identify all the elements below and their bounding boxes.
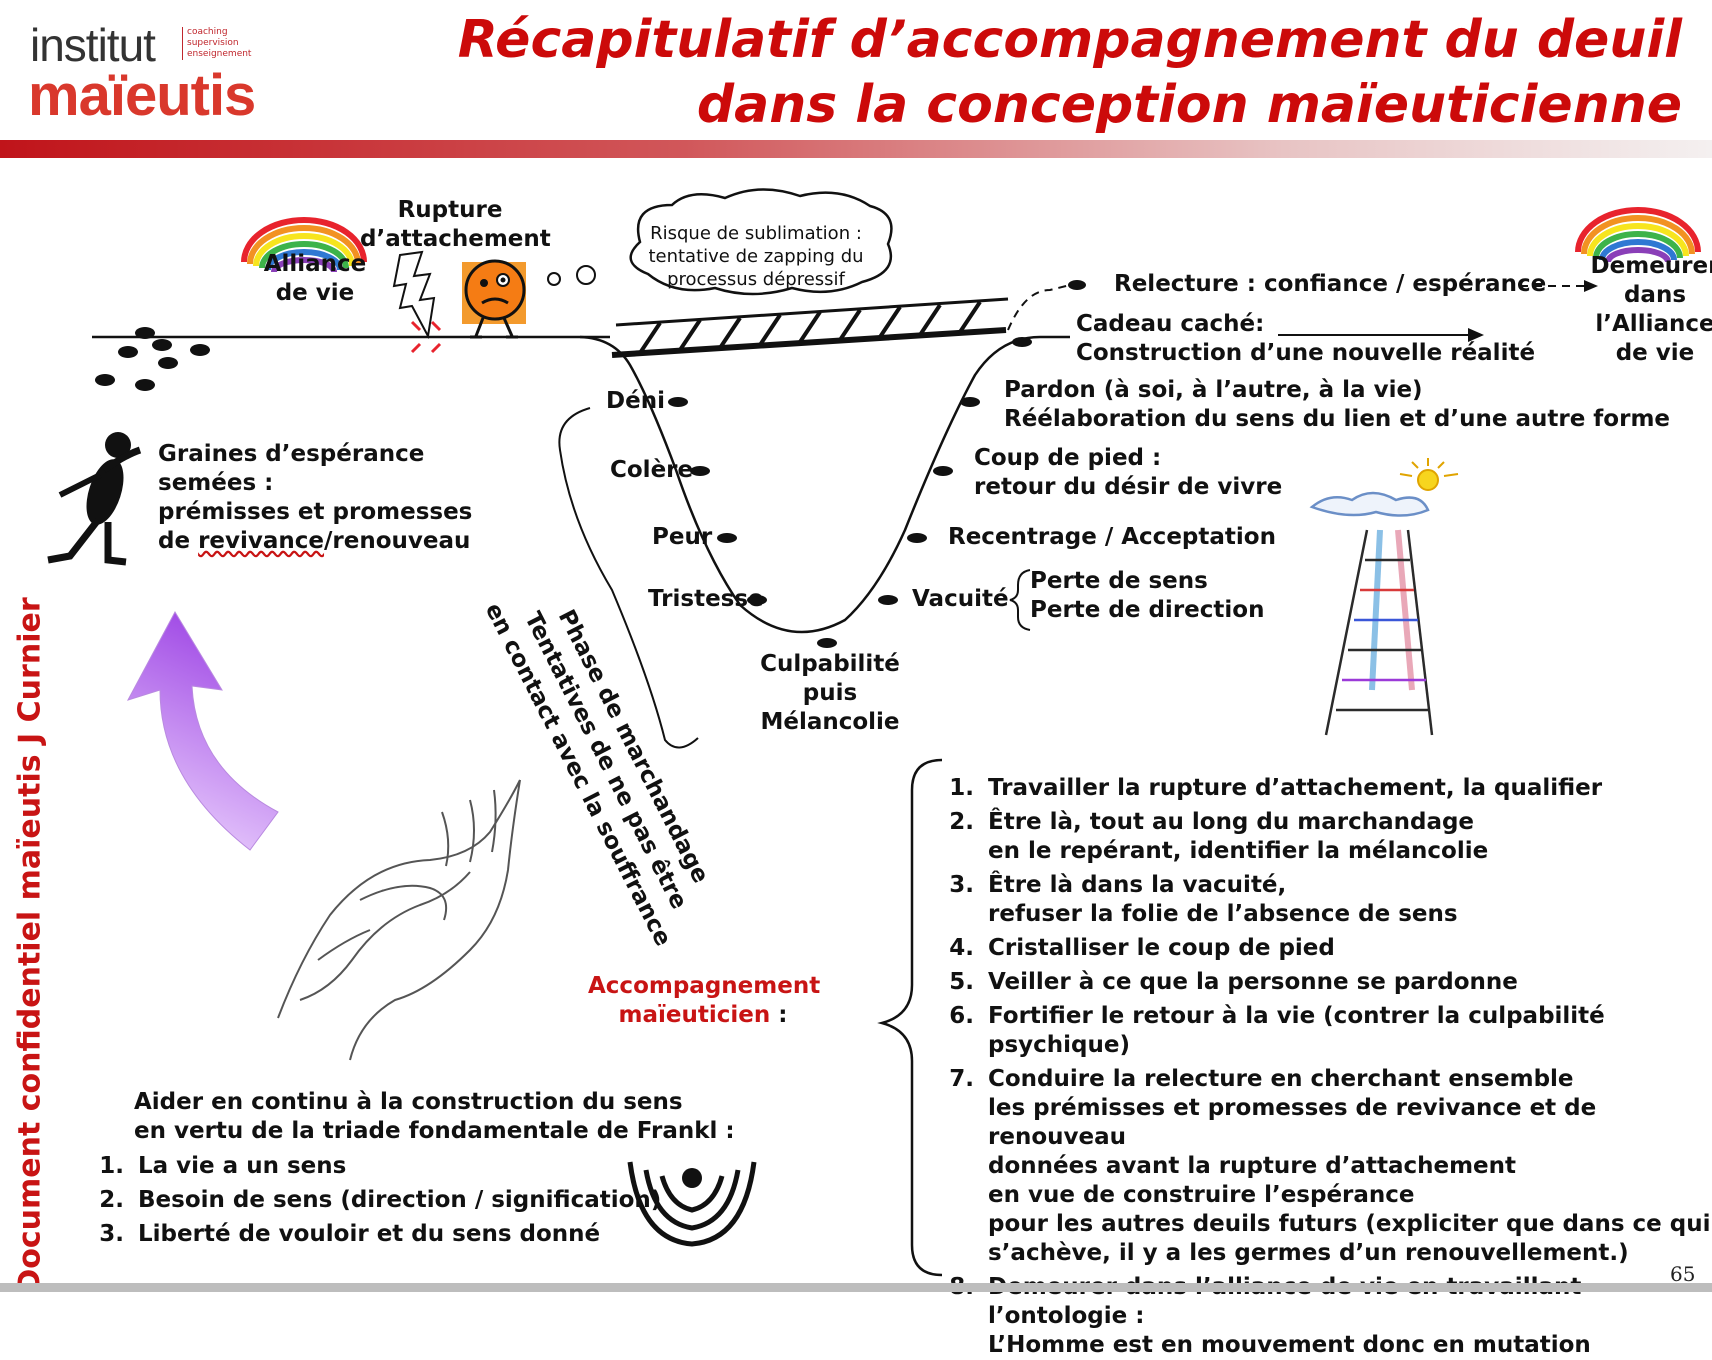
relecture-label: Relecture : confiance / espérance — [1114, 270, 1546, 299]
stage-tristesse: Tristesse — [648, 585, 764, 614]
coup-de-pied-label: Coup de pied : retour du désir de vivre — [974, 444, 1282, 502]
demeurer-line1: Demeurer — [1590, 252, 1712, 281]
footer-bar — [0, 1283, 1712, 1292]
culpabilite-line3: Mélancolie — [740, 708, 920, 737]
purple-arrow-icon — [128, 612, 278, 850]
graines-line3: prémisses et promesses — [158, 498, 472, 527]
frankl-item-3: Liberté de vouloir et du sens donné — [132, 1220, 661, 1249]
graines-label: Graines d’espérance semées : prémisses e… — [158, 440, 472, 556]
frankl-intro: Aider en continu à la construction du se… — [134, 1088, 735, 1146]
accompagnement-line2: maïeuticien : — [588, 1001, 818, 1030]
accompagnement-line1: Accompagnement — [588, 972, 818, 1001]
sower-icon — [48, 432, 140, 562]
graines-line1: Graines d’espérance — [158, 440, 472, 469]
graines-line4-pre: de — [158, 528, 198, 554]
accompagnement-line2-red: maïeuticien — [619, 1002, 771, 1028]
rupture-line2: d’attachement — [360, 225, 540, 254]
step-4: Cristalliser le coup de pied — [982, 934, 1712, 963]
sun-icon — [1400, 458, 1458, 490]
steps-list: Travailler la rupture d’attachement, la … — [948, 774, 1712, 1360]
frankl-item-2: Besoin de sens (direction / significatio… — [132, 1186, 661, 1215]
graines-line4: de revivance/renouveau — [158, 527, 472, 556]
vacuite-label: Vacuité — [912, 585, 1009, 614]
step-2: Être là, tout au long du marchandage en … — [982, 808, 1712, 866]
frankl-intro-line2: en vertu de la triade fondamentale de Fr… — [134, 1117, 735, 1146]
culpabilite-label: Culpabilité puis Mélancolie — [740, 650, 920, 737]
accompagnement-label: Accompagnement maïeuticien : — [588, 972, 818, 1030]
demeurer-line4: de vie — [1590, 339, 1712, 368]
step-3: Être là dans la vacuité, refuser la foli… — [982, 871, 1712, 929]
stage-colere: Colère — [610, 456, 693, 485]
demeurer-line2: dans — [1590, 281, 1712, 310]
cloud-text: Risque de sublimation : tentative de zap… — [626, 222, 886, 291]
relecture-path — [1008, 285, 1070, 330]
ladder-icon — [1312, 493, 1432, 735]
frankl-list: La vie a un sens Besoin de sens (directi… — [98, 1152, 661, 1249]
vacuite-line2: Perte de direction — [1030, 596, 1264, 625]
demeurer-line3: l’Alliance — [1590, 310, 1712, 339]
alliance-left-label: Alliance de vie — [250, 250, 380, 308]
vacuite-brace — [1010, 570, 1030, 630]
frankl-item-1: La vie a un sens — [132, 1152, 661, 1181]
accompagnement-line2-rest: : — [770, 1002, 787, 1028]
cadeau-label: Cadeau caché: Construction d’une nouvell… — [1076, 310, 1535, 368]
coup-de-pied-line1: Coup de pied : — [974, 444, 1282, 473]
alliance-left-line2: de vie — [250, 279, 380, 308]
rupture-line1: Rupture — [360, 196, 540, 225]
cloud-line2: tentative de zapping du — [626, 245, 886, 268]
bridge-ladder — [612, 299, 1008, 355]
vacuite-line1: Perte de sens — [1030, 567, 1264, 596]
confidential-note: Document confidentiel maïeutis J Curnier — [13, 566, 48, 1326]
pardon-label: Pardon (à soi, à l’autre, à la vie) Réél… — [1004, 376, 1670, 434]
culpabilite-line2: puis — [740, 679, 920, 708]
graines-line4-wavy: revivance — [198, 528, 324, 554]
cloud-line1: Risque de sublimation : — [626, 222, 886, 245]
step-5: Veiller à ce que la personne se pardonne — [982, 968, 1712, 997]
step-6: Fortifier le retour à la vie (contrer la… — [982, 1002, 1712, 1060]
vacuite-details: Perte de sens Perte de direction — [1030, 567, 1264, 625]
sad-face-icon — [462, 261, 526, 337]
step-7: Conduire la relecture en cherchant ensem… — [982, 1065, 1712, 1268]
rupture-label: Rupture d’attachement — [360, 196, 540, 254]
pardon-line1: Pardon (à soi, à l’autre, à la vie) — [1004, 376, 1670, 405]
cloud-line3: processus dépressif — [626, 268, 886, 291]
steps-brace — [882, 760, 942, 1275]
step-1: Travailler la rupture d’attachement, la … — [982, 774, 1712, 803]
stage-peur: Peur — [652, 523, 712, 552]
pardon-line2: Réélaboration du sens du lien et d’une a… — [1004, 405, 1670, 434]
graines-line2: semées : — [158, 469, 472, 498]
alliance-left-line1: Alliance — [250, 250, 380, 279]
graines-line4-post: /renouveau — [324, 528, 470, 554]
hands-icon — [278, 780, 520, 1060]
culpabilite-line1: Culpabilité — [740, 650, 920, 679]
frankl-intro-line1: Aider en continu à la construction du se… — [134, 1088, 735, 1117]
coup-de-pied-line2: retour du désir de vivre — [974, 473, 1282, 502]
stage-deni: Déni — [606, 387, 665, 416]
demeurer-label: Demeurer dans l’Alliance de vie — [1590, 252, 1712, 368]
cadeau-line1: Cadeau caché: — [1076, 310, 1535, 339]
cadeau-line2: Construction d’une nouvelle réalité — [1076, 339, 1535, 368]
recentrage-label: Recentrage / Acceptation — [948, 523, 1276, 552]
